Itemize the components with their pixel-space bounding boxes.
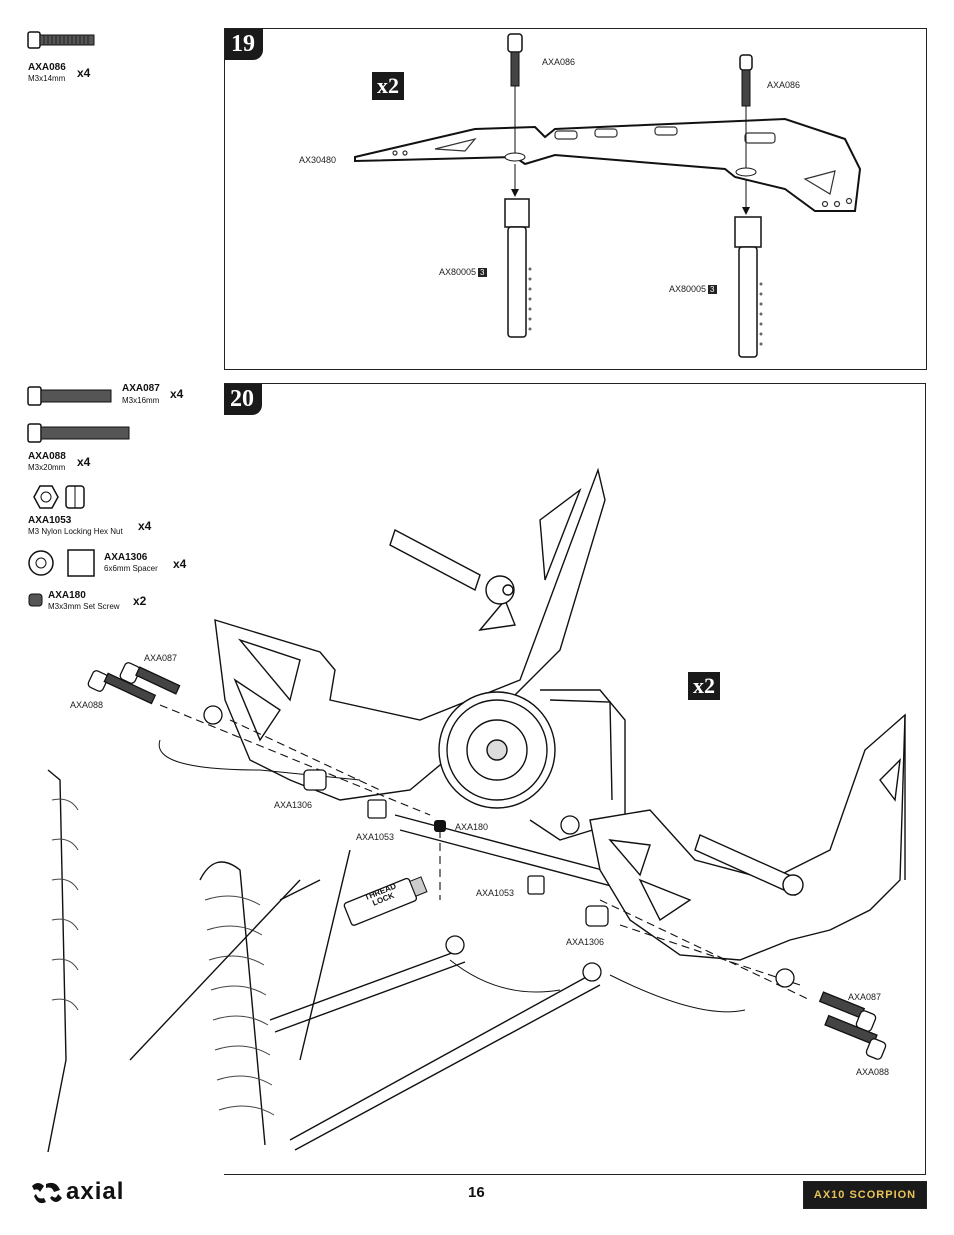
part-qty: x2 [133,594,147,608]
part-desc: M3x20mm [28,463,66,472]
part-desc: M3x14mm [28,74,66,83]
callout-axa088-bottom: AXA088 [856,1067,890,1077]
step-19-panel: 19 x2 [224,28,927,370]
part-desc: M3 Nylon Locking Hex Nut [28,527,123,536]
brand-name: axial [66,1178,125,1205]
callout-axa1053-right: AXA1053 [476,888,515,898]
callout-axa087-top: AXA087 [144,653,178,663]
callout-axa1306-left: AXA1306 [274,800,313,810]
multiplier-badge: x2 [688,672,720,700]
callout-axa1306-right: AXA1306 [566,937,605,947]
part-desc: M3x3mm Set Screw [48,602,120,611]
part-code: AXA086 [28,62,66,73]
screw-axa087-icon [27,386,112,406]
callout-screw-right: AXA086 [767,80,801,90]
part-desc: M3x16mm [122,396,160,405]
multiplier-badge: x2 [372,72,404,100]
callout-plate: AX30480 [299,155,337,165]
step-number: 20 [224,384,262,415]
part-code: AXA088 [28,451,66,462]
screw-axa088-icon [27,423,130,443]
part-qty: x4 [138,519,152,533]
part-qty: x4 [77,66,91,80]
callout-axa180: AXA180 [455,822,489,832]
set-screw-icon [28,593,43,607]
part-qty: x4 [173,557,187,571]
part-code: AXA087 [122,383,160,394]
page-number: 16 [468,1184,485,1201]
part-desc: 6x6mm Spacer [104,564,158,573]
part-code: AXA1053 [28,515,72,526]
callout-axa087-bottom: AXA087 [848,992,882,1002]
callout-screw-left: AXA086 [542,57,576,67]
product-logo: AX10 SCORPION [803,1181,927,1209]
part-qty: x4 [77,455,91,469]
part-code: AXA1306 [104,552,148,563]
callout-axa1053-left: AXA1053 [356,832,395,842]
axial-mark-icon [32,1182,62,1204]
hex-nut-icon [33,485,85,509]
step-number: 19 [225,29,263,60]
part-code: AXA180 [48,590,86,601]
part-qty: x4 [170,387,184,401]
step19-illustration [354,33,862,358]
axial-logo: axial [28,1178,168,1208]
spacer-icon [28,549,95,577]
screw-axa086-icon [27,31,95,49]
callout-axa088-top: AXA088 [70,700,104,710]
